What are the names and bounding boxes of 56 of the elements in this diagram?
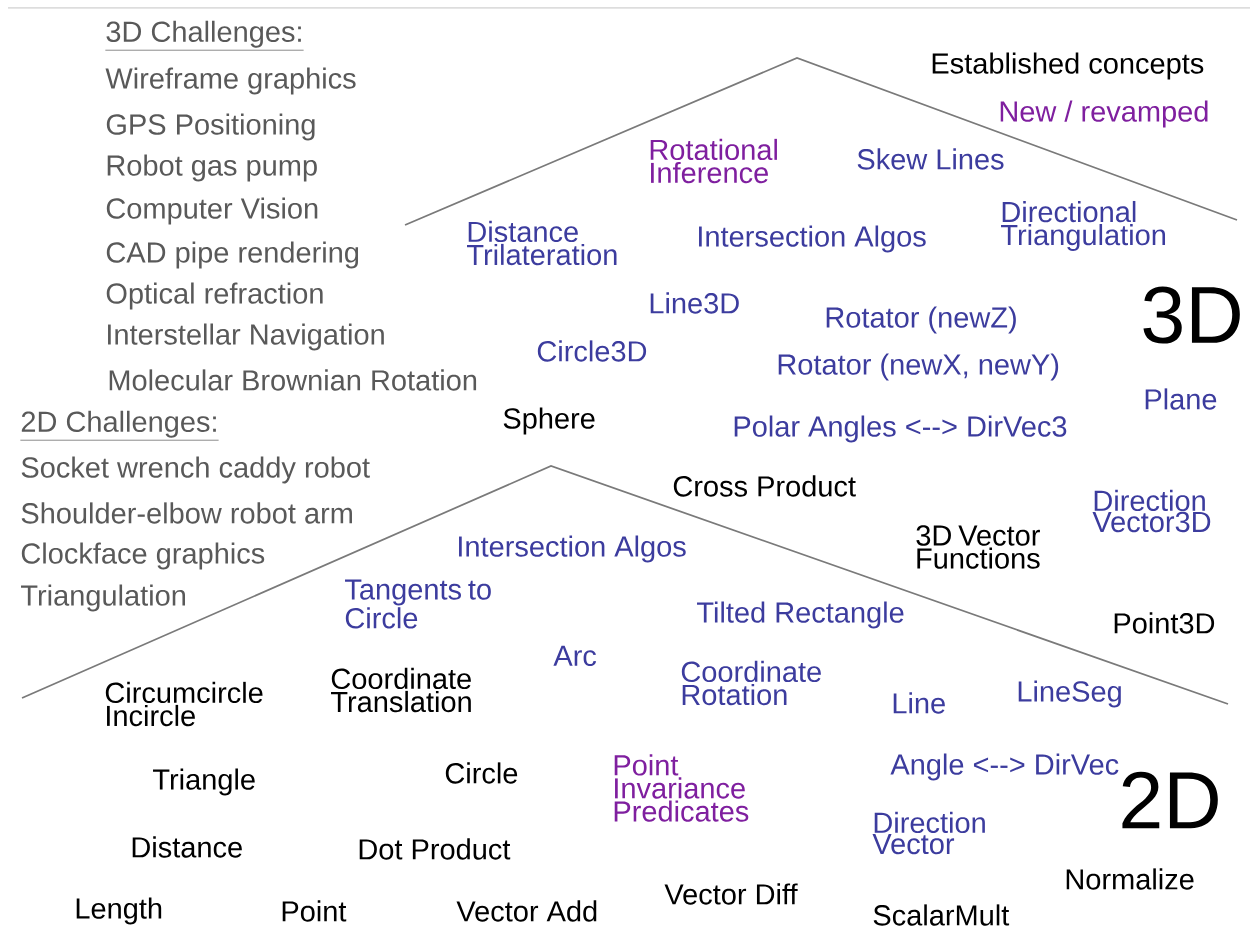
challenge-item: Triangulation <box>21 584 185 612</box>
challenge-item: Interstellar Navigation <box>108 323 384 351</box>
challenge-item: Molecular Brownian Rotation <box>109 369 477 391</box>
concept-label: ScalarMult <box>873 904 1010 926</box>
concept-label: Distance <box>132 836 242 858</box>
concept-label: Coordinate Rotation <box>681 660 821 706</box>
challenge-item: Wireframe graphics <box>105 67 356 95</box>
concept-label: Tilted Rectangle <box>697 601 904 629</box>
challenge-item: Socket wrench caddy robot <box>21 456 370 484</box>
challenges-heading: 3D Challenges: <box>105 20 304 51</box>
concept-label: Circumcircle Incircle <box>105 681 263 727</box>
challenge-item: Computer Vision <box>106 197 318 225</box>
concept-label: Rotational Inference <box>650 138 777 184</box>
legend-text: New / revamped <box>1000 100 1208 128</box>
concept-label: Circle3D <box>537 340 647 362</box>
concept-label: Dot Product <box>359 838 511 860</box>
concept-label: LineSeg <box>1018 680 1121 708</box>
concept-label: Tangents to Circle <box>345 579 491 629</box>
concept-label: Point Invariance Predicates <box>614 754 749 822</box>
concept-label: Distance Trilateration <box>467 220 617 266</box>
concept-label: Line3D <box>650 292 739 314</box>
concept-label: Direction Vector3D <box>1092 489 1211 533</box>
concept-label: Vector Diff <box>664 883 798 905</box>
challenge-item: CAD pipe rendering <box>106 241 359 269</box>
concept-label: Angle <--> DirVec <box>890 753 1119 781</box>
dimension-title: 2D <box>1122 771 1218 829</box>
concept-label: Plane <box>1145 388 1217 410</box>
concept-label: Sphere <box>503 407 595 435</box>
concept-label: Line <box>893 692 945 714</box>
concept-label: Polar Angles <--> DirVec3 <box>734 415 1067 443</box>
concept-label: Coordinate Translation <box>331 667 471 713</box>
concept-label: Vector Add <box>456 900 597 922</box>
legend-text: Established concepts <box>932 52 1204 80</box>
challenge-item: Optical refraction <box>106 282 323 310</box>
concept-label: Intersection Algos <box>699 225 926 253</box>
dimension-title: 3D <box>1143 286 1240 344</box>
challenge-item: Clockface graphics <box>21 542 265 570</box>
concept-label: Skew Lines <box>857 148 1004 170</box>
concept-label: Rotator (newZ) <box>826 306 1016 334</box>
concept-label: Length <box>76 897 162 925</box>
concept-label: Circle <box>445 762 518 784</box>
concept-label: Normalize <box>1066 868 1194 890</box>
challenges-heading: 2D Challenges: <box>20 410 219 441</box>
concept-label: Rotator (newX, newY) <box>778 353 1059 381</box>
concept-label: Cross Product <box>673 475 856 497</box>
concept-label: Direction Vector <box>872 811 985 855</box>
concept-label: Directional Triangulation <box>1001 200 1165 251</box>
concept-label: Point3D <box>1114 612 1215 634</box>
concept-label: 3D Vector Functions <box>916 525 1040 569</box>
concept-label: Triangle <box>153 768 255 796</box>
concept-label: Intersection Algos <box>459 535 686 563</box>
challenge-item: Robot gas pump <box>107 154 317 182</box>
challenge-item: Shoulder-elbow robot arm <box>21 502 352 524</box>
concept-label: Point <box>282 900 347 922</box>
challenge-item: GPS Positioning <box>106 113 315 141</box>
concept-label: Arc <box>553 645 597 667</box>
